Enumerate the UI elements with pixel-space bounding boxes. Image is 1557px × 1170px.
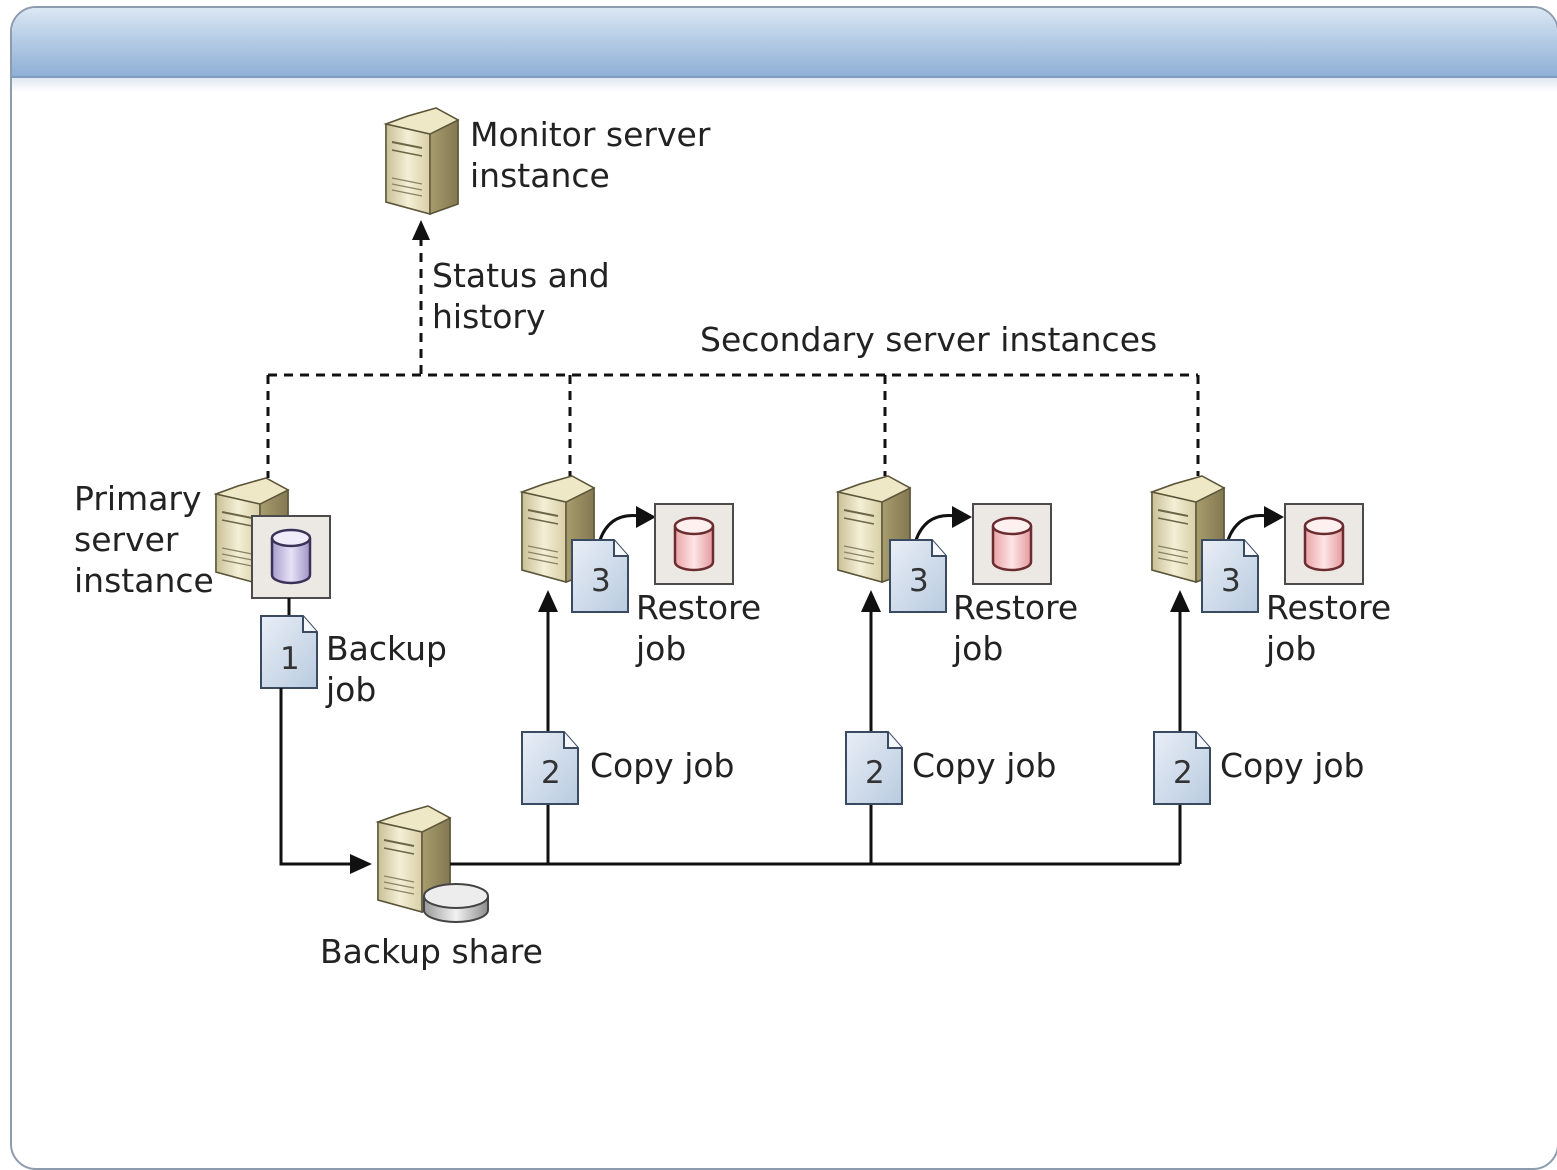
secondary-2-restore-arrow (914, 514, 957, 541)
secondary-2-copy-arrowhead (861, 590, 881, 612)
secondary-2-restore-arrowhead (952, 506, 972, 528)
secondary-3-restore-arrow (1226, 514, 1269, 541)
secondary-2-copy-label: Copy job (912, 746, 1057, 785)
secondary-instances-title: Secondary server instances (700, 320, 1157, 359)
secondary-3-copy-label: Copy job (1220, 746, 1365, 785)
secondary-2-restore-step-number: 3 (909, 563, 929, 599)
backup-job-label-line2: job (325, 670, 376, 709)
secondary-3-restore-label-line2: job (1265, 629, 1316, 668)
status-label-line2: history (432, 297, 546, 336)
secondary-3-restore-step-number: 3 (1221, 563, 1241, 599)
backup-job-label-line1: Backup (326, 629, 447, 668)
secondary-2-database-icon (972, 503, 1052, 585)
secondary-1-copy-step-number: 2 (541, 755, 561, 791)
secondary-3-copy-arrowhead (1170, 590, 1190, 612)
secondary-1-restore-arrow (598, 514, 641, 541)
secondary-3: 3 Restore job 2 Copy job (1151, 475, 1391, 864)
secondary-1-database-icon (654, 503, 734, 585)
primary-label-line3: instance (74, 561, 214, 600)
header-banner-shadow (12, 78, 1557, 92)
primary-database-icon (251, 515, 331, 599)
secondary-1: 3 Restore job 2 Copy job (521, 475, 761, 864)
backup-share-disk-icon (423, 883, 489, 923)
secondary-1-restore-step-number: 3 (591, 563, 611, 599)
secondary-2-restore-label-line2: job (952, 629, 1003, 668)
primary-label-line2: server (74, 520, 179, 559)
secondary-2: 3 Restore job 2 Copy job (837, 475, 1078, 864)
status-label-line1: Status and (432, 256, 610, 295)
secondary-1-copy-arrowhead (538, 590, 558, 612)
secondary-1-restore-arrowhead (636, 506, 656, 528)
backup-step-number: 1 (280, 641, 300, 677)
secondary-1-copy-label: Copy job (590, 746, 735, 785)
backup-to-share-arrowhead (350, 854, 372, 874)
status-arrowhead (412, 220, 430, 240)
monitoring-bus (266, 373, 1200, 478)
log-shipping-diagram: Monitor server instance Status and histo… (74, 107, 1391, 971)
monitor-server-icon (385, 107, 459, 215)
primary-label-line1: Primary (74, 479, 202, 518)
monitor-label-line2: instance (470, 156, 610, 195)
secondary-3-restore-arrowhead (1264, 506, 1284, 528)
monitor-label-line1: Monitor server (470, 115, 711, 154)
secondary-3-copy-step-number: 2 (1173, 755, 1193, 791)
secondary-1-restore-label-line2: job (635, 629, 686, 668)
header-banner (12, 8, 1557, 78)
secondary-1-restore-label-line1: Restore (636, 588, 761, 627)
secondary-3-database-icon (1284, 503, 1364, 585)
backup-to-share-line (279, 688, 352, 866)
backup-share-label: Backup share (320, 932, 543, 971)
secondary-2-copy-step-number: 2 (865, 755, 885, 791)
secondary-3-restore-label-line1: Restore (1266, 588, 1391, 627)
secondary-2-restore-label-line1: Restore (953, 588, 1078, 627)
